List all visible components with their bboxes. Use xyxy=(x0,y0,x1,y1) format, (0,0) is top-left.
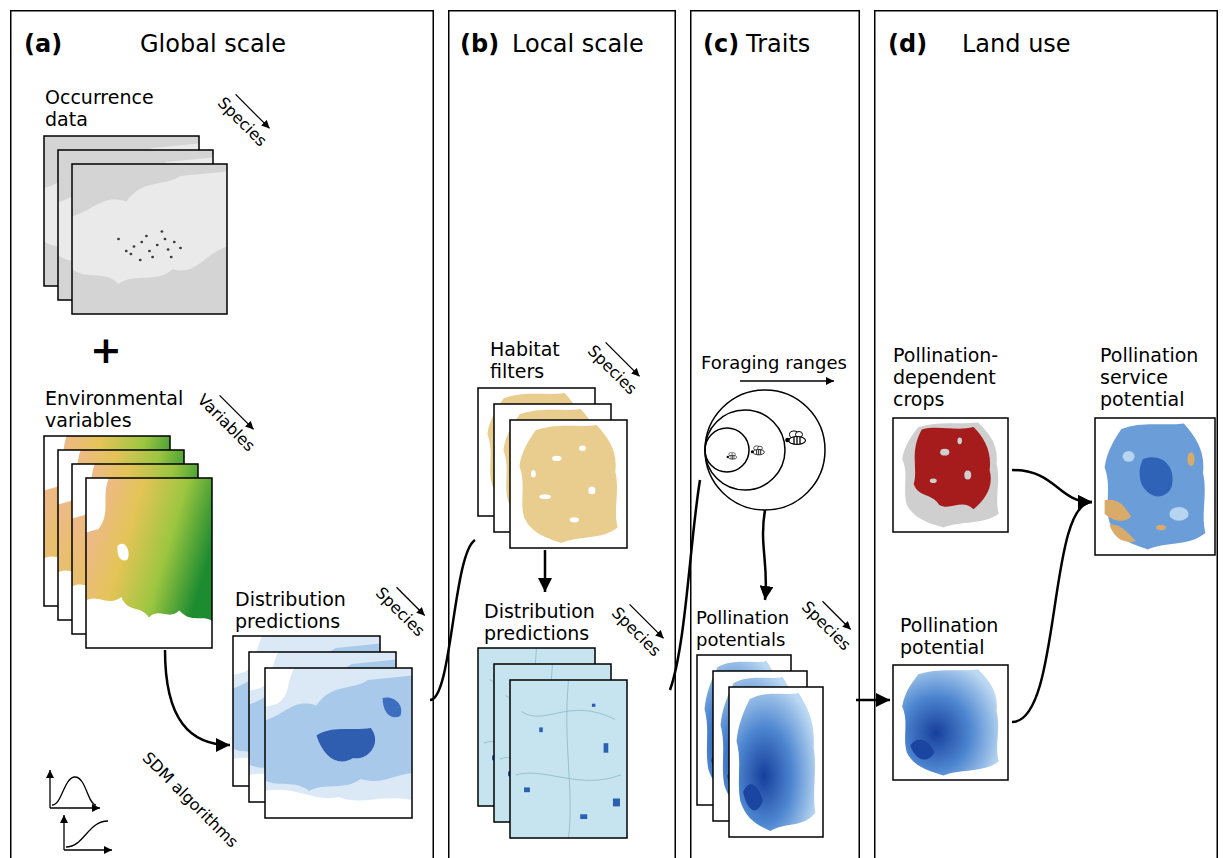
map-title: Pollination-dependent crops xyxy=(893,344,1008,410)
map-stack-node: Occurrence dataSpecies xyxy=(40,82,262,318)
stack-axis-label: Species xyxy=(370,582,429,641)
panel-title: Local scale xyxy=(512,30,644,59)
flow-connector xyxy=(165,650,230,745)
panel-title: Land use xyxy=(962,30,1071,59)
panel-title: Global scale xyxy=(140,30,286,59)
response-curve-icon-part xyxy=(50,807,100,808)
response-curve-icon-part xyxy=(66,821,108,847)
panel-letter: (a) xyxy=(24,30,62,59)
foraging-circles xyxy=(705,390,825,510)
stack-title: Distribution predictions xyxy=(484,600,614,644)
map-stack-part xyxy=(86,478,212,648)
stack-title: Foraging ranges xyxy=(701,352,847,374)
stack-title: Habitat filters xyxy=(490,338,590,382)
panel-title: Traits xyxy=(746,30,810,59)
map-stack-node: Distribution predictionsSpecies xyxy=(230,580,430,830)
plus-sign: + xyxy=(90,327,122,373)
map-stack xyxy=(44,136,227,314)
map-stack-part xyxy=(72,164,227,314)
bee-icon xyxy=(727,431,806,459)
map-stack-node: Environmental variablesVariables xyxy=(40,382,262,650)
panel-letter: (c) xyxy=(703,30,739,59)
stack-arrow xyxy=(220,94,851,638)
map-stack-node: Foraging ranges xyxy=(700,350,850,510)
map-stack-node: Distribution predictionsSpecies xyxy=(475,592,670,840)
response-curve-icon-part xyxy=(49,770,50,808)
map-frame xyxy=(893,418,1215,780)
flow-connector xyxy=(544,550,547,592)
flow-connector xyxy=(430,540,475,700)
response-curve-icon-part xyxy=(64,849,112,850)
bee-icon-part xyxy=(751,446,765,455)
bee-icon-part xyxy=(727,453,737,460)
stack-axis-label: Species xyxy=(212,92,271,151)
stack-axis-label: Species xyxy=(582,340,641,399)
map-stack-part xyxy=(86,478,212,648)
map-stack xyxy=(44,436,212,648)
panel-letter: (b) xyxy=(460,30,499,59)
panel-box: (c)TraitsForaging rangesPollination pote… xyxy=(690,10,860,858)
bee-icon-part xyxy=(785,431,805,445)
map-frame-part xyxy=(893,418,1008,532)
stack-title: Occurrence data xyxy=(45,86,175,130)
response-curve-icon-part xyxy=(63,815,64,850)
panel-box: (d)Land usePollination-dependent cropsPo… xyxy=(874,10,1218,858)
map-stack-part xyxy=(510,420,627,548)
flow-connector xyxy=(763,510,766,600)
foraging-circles-part xyxy=(705,390,825,510)
map-stack-node: Habitat filtersSpecies xyxy=(475,335,650,550)
stack-axis-label: Species xyxy=(796,596,855,655)
map-stack-part xyxy=(265,668,412,818)
map-stack xyxy=(478,648,627,838)
map-stack xyxy=(233,636,412,818)
flow-connector xyxy=(856,699,890,702)
stack-title: Distribution predictions xyxy=(235,588,365,632)
panel-box: (b)Local scaleHabitat filtersSpeciesDist… xyxy=(448,10,676,858)
stack-axis-label: Variables xyxy=(192,389,259,456)
map-stack-part xyxy=(510,420,627,548)
map-frame-part xyxy=(893,665,1008,780)
map-stack-part xyxy=(729,687,823,837)
flow-connector xyxy=(1012,470,1092,502)
flow-connector xyxy=(670,480,700,690)
map-frame-part xyxy=(893,665,1008,780)
map-stack-node: Pollination potential xyxy=(890,612,1012,782)
panel-letter: (d) xyxy=(888,30,927,59)
map-title: Pollination service potential xyxy=(1100,344,1215,410)
map-stack-part xyxy=(510,680,627,838)
map-frame-part xyxy=(893,418,1008,532)
foraging-circles-part xyxy=(705,410,785,490)
map-stack-part xyxy=(729,687,823,837)
map-stack-node: Pollination service potential xyxy=(1092,340,1217,557)
map-stack xyxy=(697,655,823,837)
method-label: SDM algorithms xyxy=(137,747,242,852)
map-stack-part xyxy=(510,680,627,838)
map-title: Pollination potential xyxy=(900,614,1012,658)
stack-title: Environmental variables xyxy=(45,387,195,431)
response-curve-icon-part xyxy=(52,777,96,805)
map-frame-part xyxy=(1095,418,1215,555)
stack-axis-label: Species xyxy=(606,602,665,661)
map-stack-node: Pollination potentialsSpecies xyxy=(694,600,856,840)
panel-box: (a)Global scaleOccurrence dataSpeciesEnv… xyxy=(10,10,434,858)
map-stack xyxy=(478,388,627,548)
map-stack-part xyxy=(265,668,412,818)
response-curve-icon xyxy=(50,770,112,850)
map-stack-part xyxy=(72,164,227,314)
map-stack-node: Pollination-dependent crops xyxy=(890,340,1012,534)
flow-connector xyxy=(1012,502,1092,722)
stack-arrow-part xyxy=(740,380,834,381)
foraging-circles-part xyxy=(705,428,749,472)
map-frame-part xyxy=(1095,418,1215,555)
